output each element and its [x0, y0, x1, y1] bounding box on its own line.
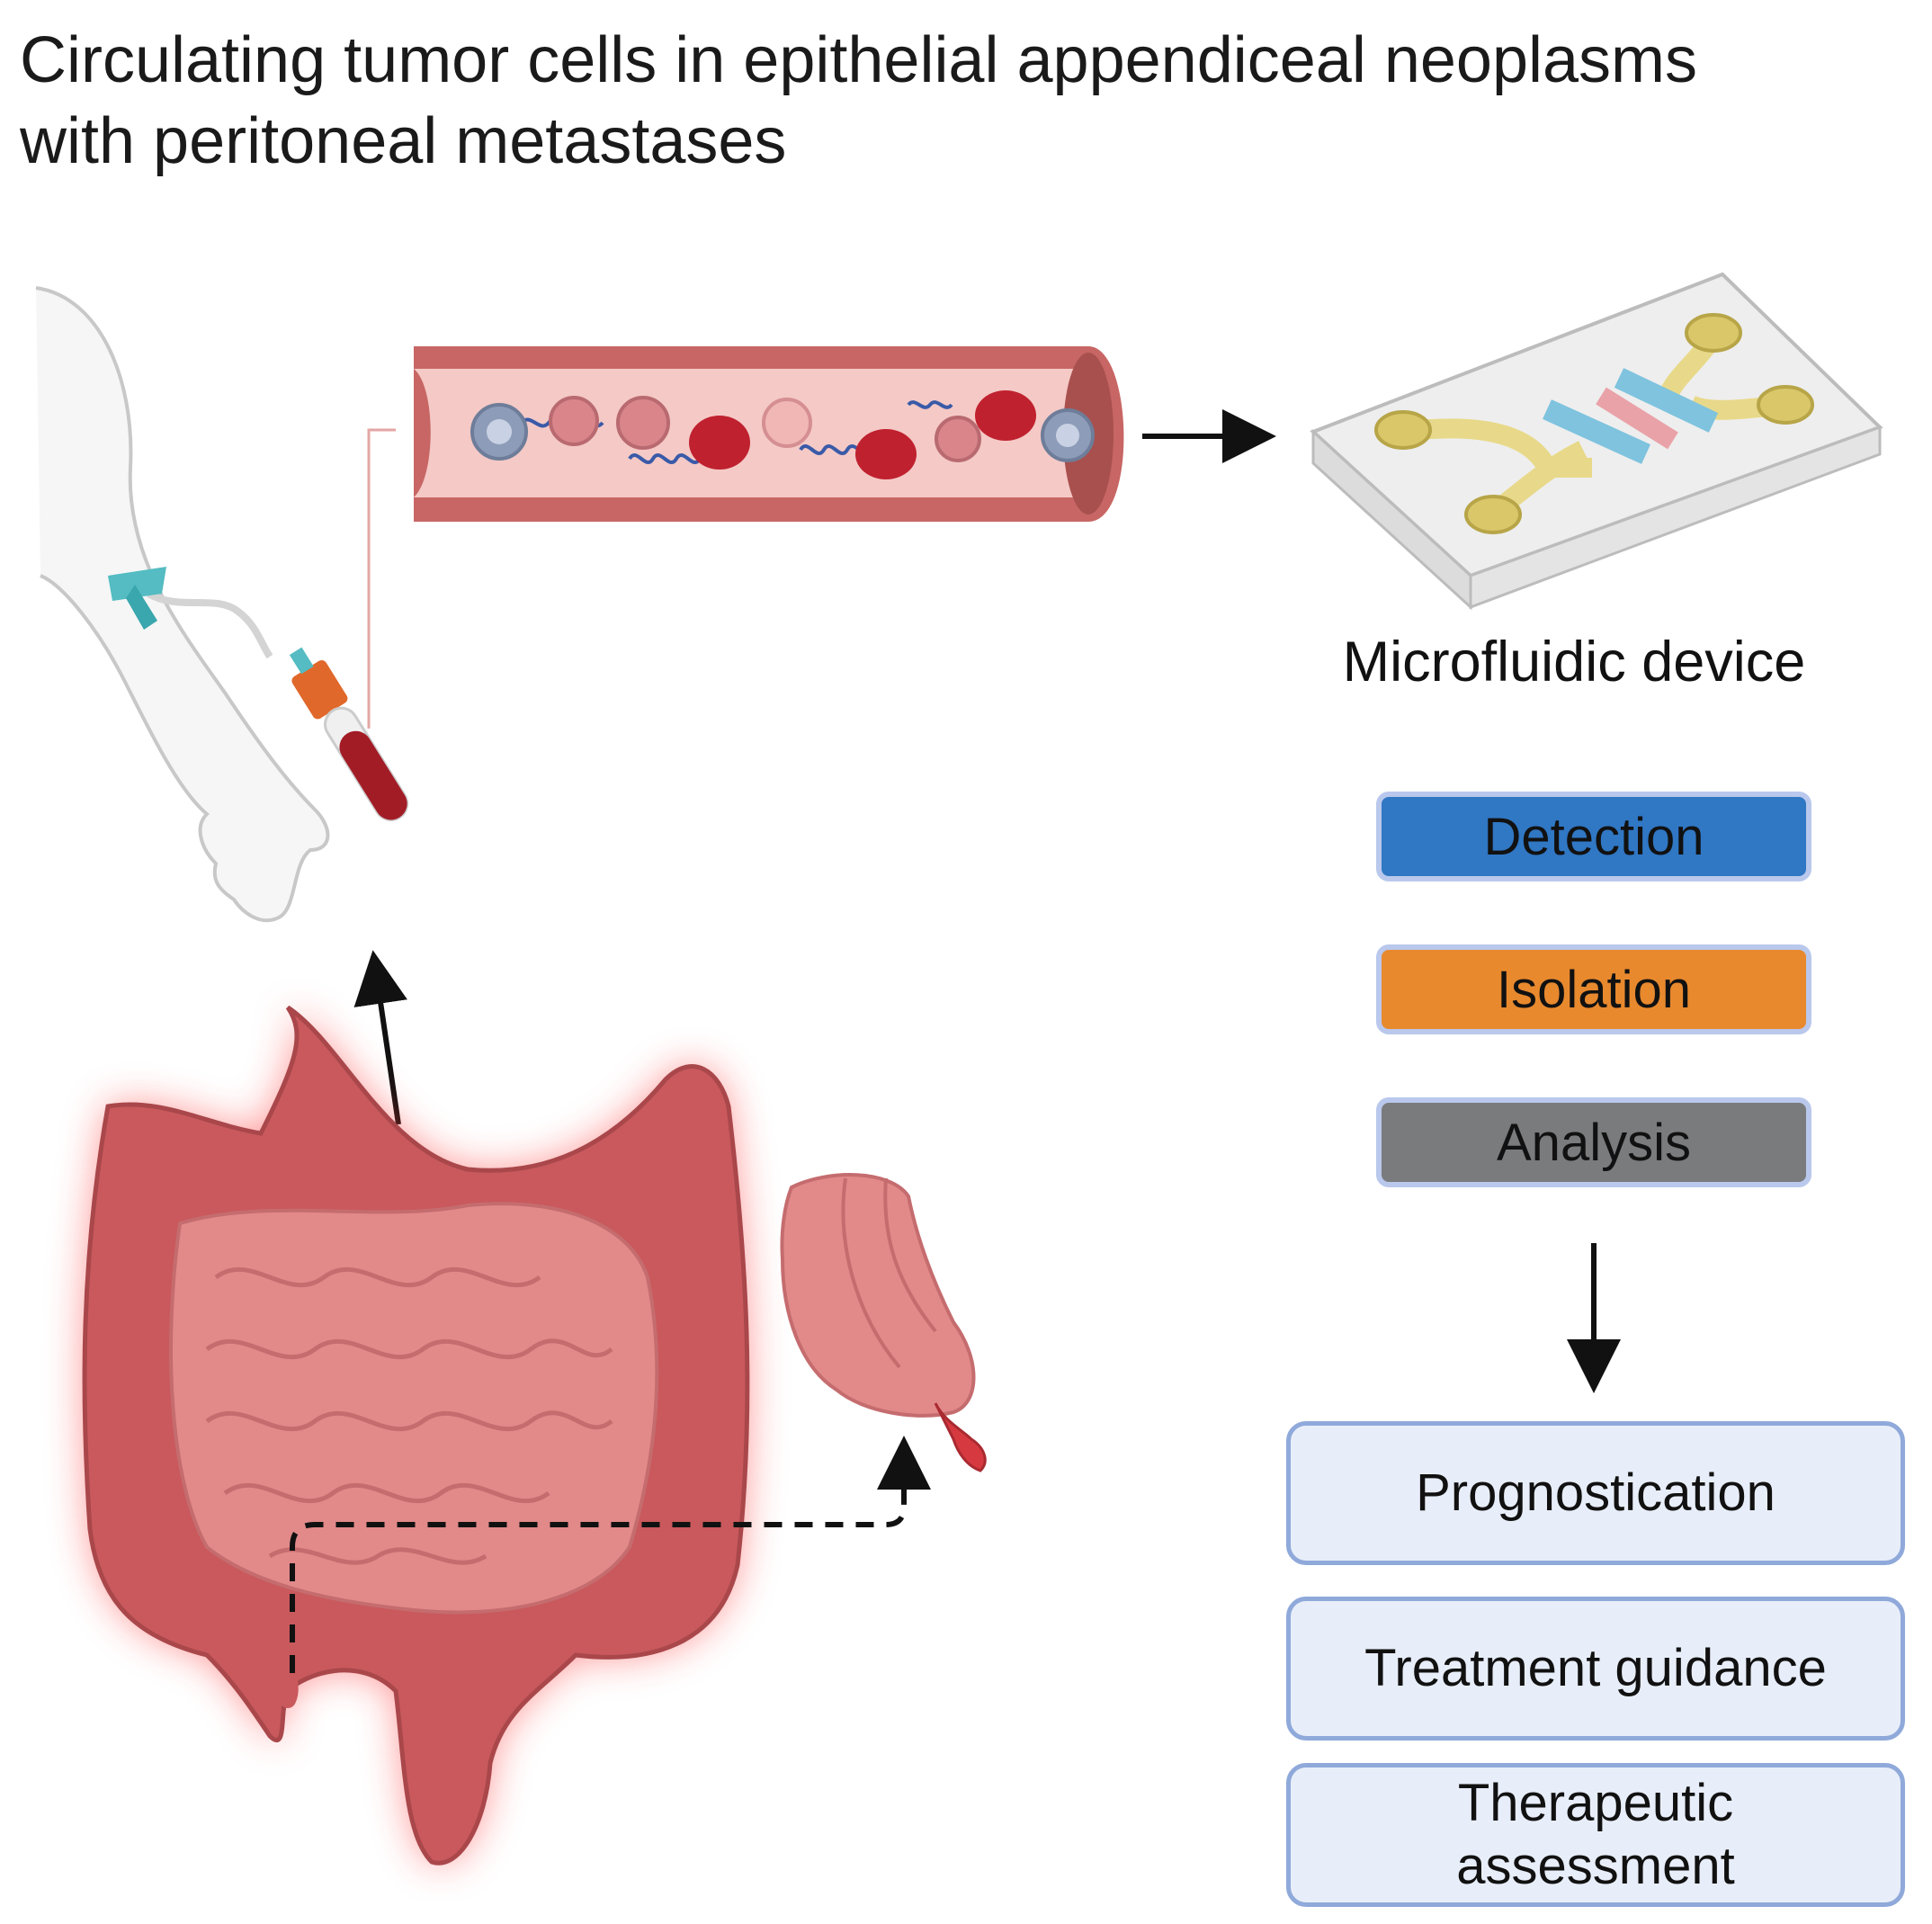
small-intestine	[169, 1202, 659, 1615]
chip-port	[1464, 495, 1522, 534]
dna-strand-4	[907, 400, 953, 409]
tumor-cell	[616, 396, 670, 450]
title-line-2: with peritoneal metastases	[20, 105, 787, 177]
outcome-therapeutic-assessment: Therapeutic assessment	[1286, 1763, 1905, 1907]
callout-line	[367, 428, 396, 729]
appendix-tumor	[934, 1402, 987, 1472]
cecum-folds	[841, 1177, 937, 1369]
step-analysis: Analysis	[1376, 1097, 1811, 1187]
outcome-prognostication: Prognostication	[1286, 1421, 1905, 1565]
channel-red	[1596, 387, 1678, 450]
outcome-treatment-guidance: Treatment guidance	[1286, 1597, 1905, 1741]
red-blood-cell	[975, 390, 1036, 441]
tubing	[147, 590, 273, 659]
device-label: Microfluidic device	[1342, 631, 1806, 694]
channel-blue	[1614, 368, 1719, 433]
tumor-cell	[549, 396, 599, 446]
blood-tube-icon	[289, 647, 409, 821]
microfluidic-chip-illustration	[1310, 272, 1883, 611]
small-intestine-folds	[205, 1266, 613, 1565]
title-line-1: Circulating tumor cells in epithelial ap…	[20, 24, 1698, 96]
chip-port	[1374, 410, 1432, 450]
arrow-intestine-to-arm	[353, 950, 407, 1125]
cecum	[780, 1173, 976, 1418]
tourniquet-icon	[108, 567, 166, 630]
chip-port	[1757, 385, 1814, 425]
step-isolation: Isolation	[1376, 944, 1811, 1034]
figure-title: Circulating tumor cells in epithelial ap…	[20, 20, 1909, 182]
arm-blood-draw-illustration	[35, 286, 409, 923]
red-blood-cell	[689, 416, 750, 470]
white-blood-cell-nucleus	[1056, 424, 1079, 447]
tumor-cell	[935, 416, 981, 462]
red-blood-cell	[855, 429, 917, 479]
channel-blue	[1543, 399, 1650, 464]
blood-vessel-illustration	[414, 346, 1124, 522]
appendix	[262, 1611, 299, 1708]
cecum-appendix-closeup	[780, 1173, 987, 1472]
dashed-arrow-to-appendix	[290, 1436, 931, 1673]
step-detection: Detection	[1376, 792, 1811, 881]
dna-strand-2	[628, 453, 702, 464]
intestine-illustration	[82, 1005, 750, 1866]
chip-side-face	[1469, 425, 1882, 610]
white-blood-cell-nucleus	[487, 419, 512, 444]
tumor-cell	[762, 398, 812, 448]
chip-port	[1685, 313, 1742, 353]
arm-outline	[35, 286, 330, 923]
